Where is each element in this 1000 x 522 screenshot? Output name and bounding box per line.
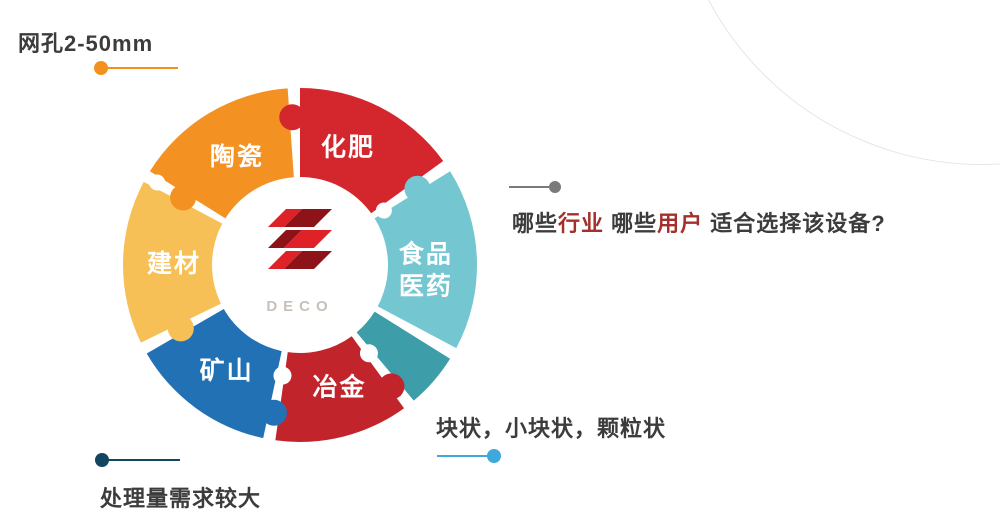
question-line (509, 186, 551, 188)
segment-label-kuangshan: 矿山 (200, 356, 254, 385)
puzzle-knob-icon (359, 344, 378, 363)
question-part: 哪些 (604, 211, 658, 236)
capacity-label: 处理量需求较大 (100, 486, 262, 511)
capacity-line (106, 459, 180, 461)
deco-wordmark: DECO (266, 298, 333, 315)
material-shape-label: 块状，小块状，颗粒状 (436, 416, 667, 441)
segment-label-jiancai: 建材 (147, 250, 201, 278)
question-part: 哪些 (512, 211, 559, 236)
puzzle-knob-icon (260, 399, 287, 426)
material-shape-line (437, 455, 493, 457)
segment-label-huafei: 化肥 (321, 133, 375, 161)
segment-label-shipin: 食品医药 (399, 239, 453, 300)
puzzle-knob-icon (279, 104, 306, 131)
puzzle-knob-icon (378, 373, 405, 400)
wheel-segment-yejin (275, 336, 405, 442)
puzzle-knob-icon (170, 184, 197, 211)
capacity-dot-icon (95, 453, 109, 467)
deco-logo-icon (268, 209, 332, 269)
decorative-arc (672, 0, 1000, 165)
question-text: 哪些行业 哪些用户 适合选择该设备? (512, 206, 886, 238)
puzzle-knob-icon (167, 315, 194, 342)
question-part: 适合选择该设备? (703, 211, 886, 236)
mesh-size-line (104, 67, 178, 69)
material-shape-dot-icon (487, 449, 501, 463)
question-accent-part: 行业 (558, 211, 605, 236)
mesh-size-dot-icon (94, 61, 108, 75)
segment-label-yejin: 冶金 (313, 373, 367, 402)
mesh-size-label: 网孔2-50mm (18, 31, 154, 56)
wheel-segment-jiancai (122, 181, 223, 343)
puzzle-knob-icon (375, 202, 392, 219)
question-dot-icon (549, 181, 561, 193)
puzzle-knob-icon (149, 174, 166, 191)
puzzle-knob-icon (273, 366, 292, 385)
segment-label-taoci: 陶瓷 (210, 142, 264, 171)
question-accent-part: 用户 (657, 211, 704, 236)
puzzle-knob-icon (404, 175, 431, 202)
wheel-segment-shipin (374, 171, 477, 349)
wheel-segment-teal-dark (356, 311, 451, 401)
